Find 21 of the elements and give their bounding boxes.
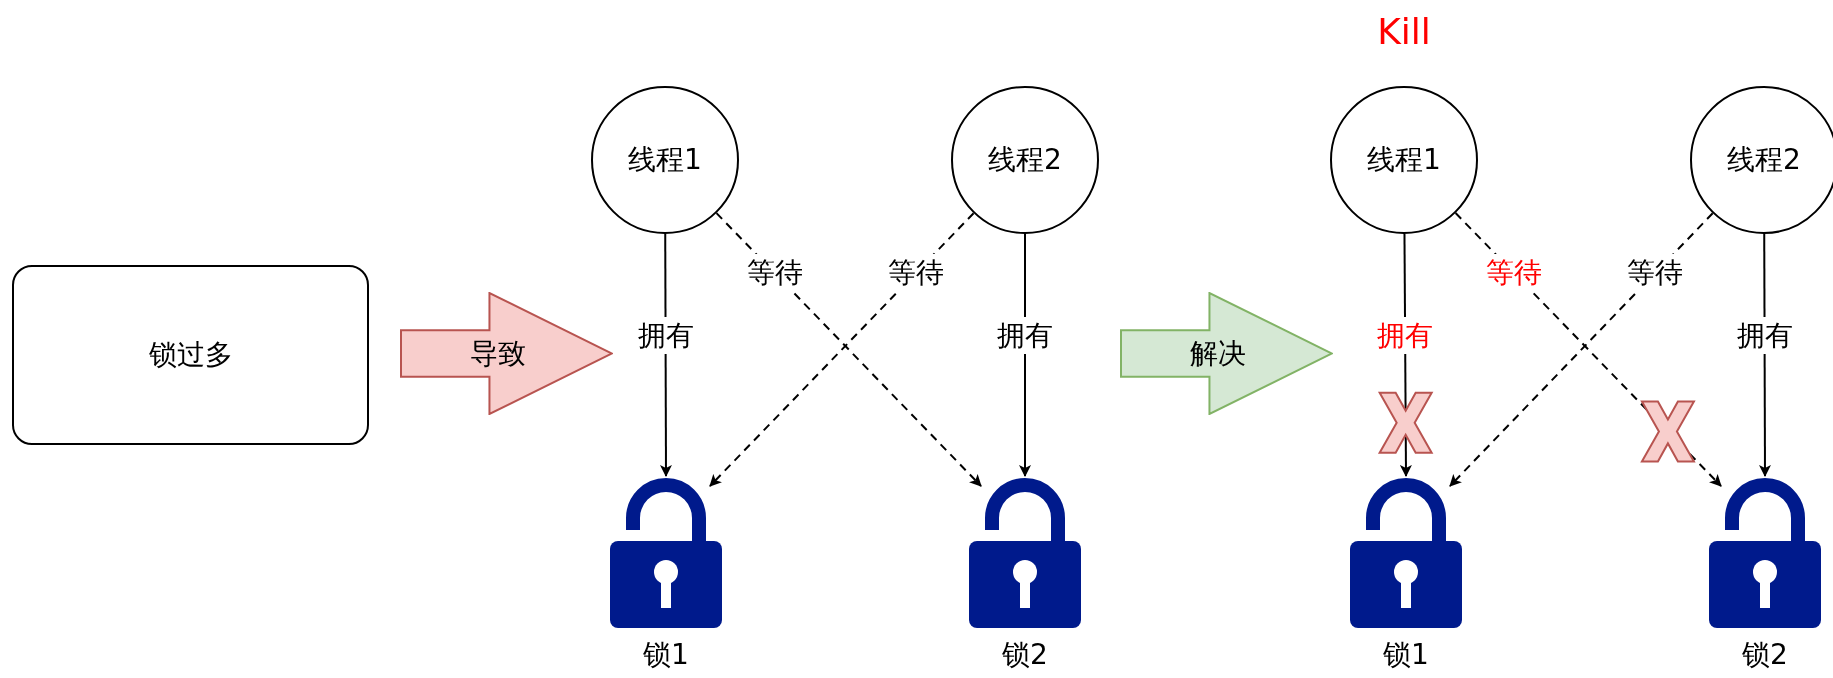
thread-circle: 线程2 xyxy=(1690,86,1833,234)
edge-label: 拥有 xyxy=(1734,316,1795,355)
block-arrow xyxy=(1120,292,1333,415)
lock-label: 锁1 xyxy=(1382,638,1430,672)
edge-label: 等待 xyxy=(1483,254,1544,292)
block-arrow xyxy=(400,292,613,415)
arrow-label: 解决 xyxy=(1190,336,1247,371)
lock-label: 锁1 xyxy=(642,638,690,672)
arrow-label: 导致 xyxy=(470,336,527,371)
thread-circle: 线程1 xyxy=(1330,86,1478,234)
edge-label: 拥有 xyxy=(995,316,1055,355)
kill-label: Kill xyxy=(1376,10,1432,54)
lock-label: 锁2 xyxy=(1741,638,1789,672)
edge-label: 等待 xyxy=(1624,254,1685,293)
lock-label: 锁2 xyxy=(1001,638,1049,672)
edge-label: 拥有 xyxy=(635,316,696,355)
process-box: 锁过多 xyxy=(12,265,369,445)
thread-circle: 线程1 xyxy=(591,86,739,234)
thread-circle: 线程2 xyxy=(951,86,1099,234)
edge-label: 等待 xyxy=(885,254,946,292)
edge-label: 等待 xyxy=(744,254,805,292)
